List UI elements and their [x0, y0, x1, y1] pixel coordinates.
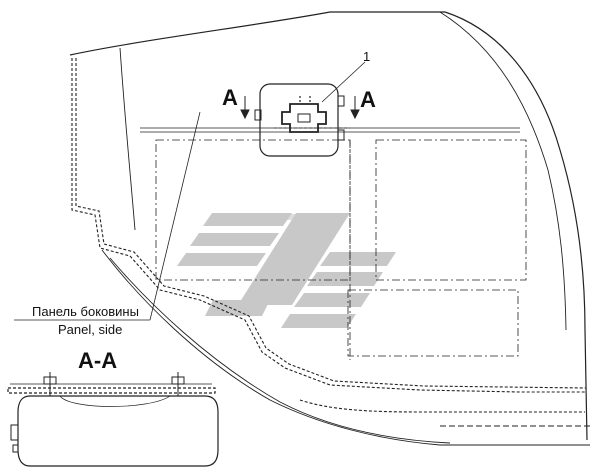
side-panel-outline — [69, 11, 590, 446]
watermark-logo — [177, 213, 396, 328]
inner-lines — [140, 127, 520, 133]
callout-1-leader — [321, 61, 366, 103]
section-aa-view — [7, 372, 219, 467]
section-label-right: A — [360, 87, 376, 112]
hidden-outlines — [155, 139, 527, 360]
callout-number-1: 1 — [363, 49, 371, 64]
section-label-left: A — [222, 85, 238, 110]
section-title-aa: A-A — [78, 348, 118, 373]
panel-leader-lines — [14, 111, 201, 321]
seam-dashed — [71, 58, 590, 427]
panel-label-en: Panel, side — [58, 322, 123, 337]
panel-label-ru: Панель боковины — [32, 304, 139, 319]
component-1-bracket — [254, 83, 350, 157]
section-arrows — [240, 96, 360, 120]
